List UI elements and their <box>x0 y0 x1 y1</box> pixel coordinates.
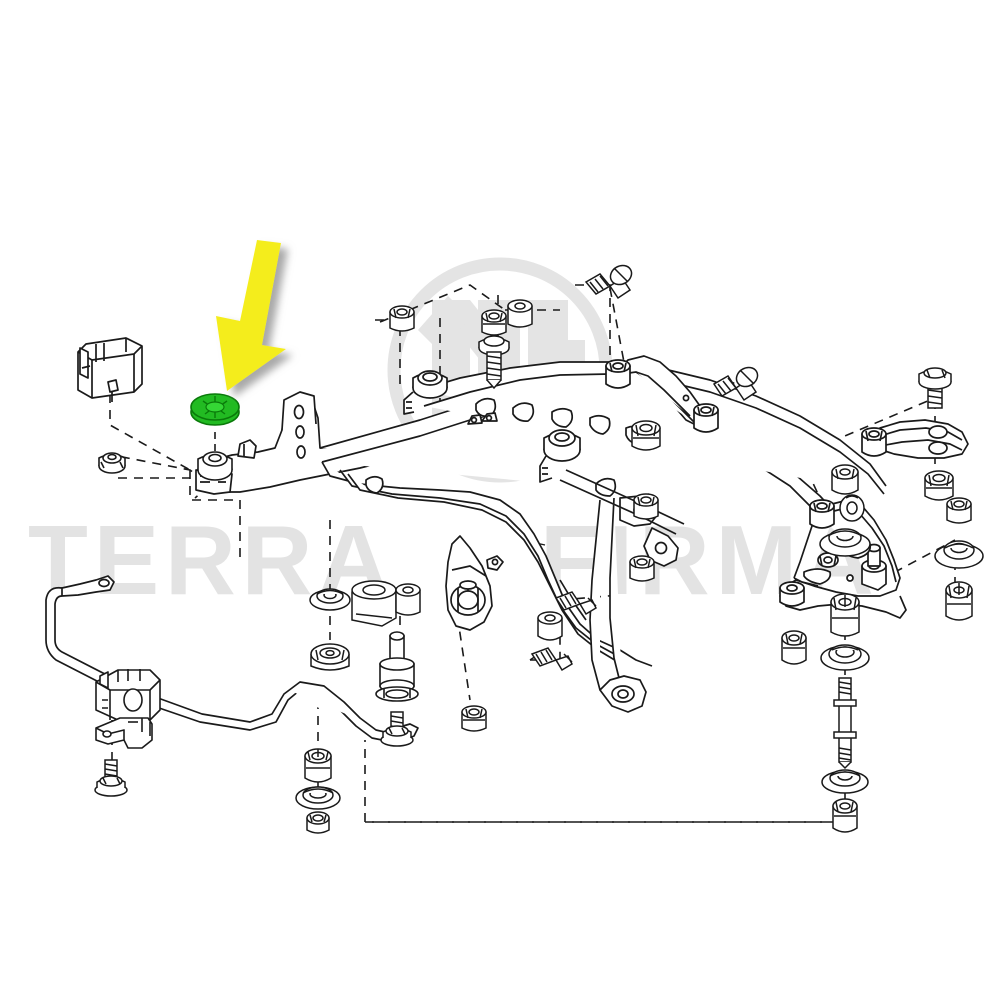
lower-control-arm <box>779 499 907 619</box>
right-stack-bushing <box>830 593 860 637</box>
center-lower-stopper-washer <box>295 786 341 810</box>
right-stack-dish-washer <box>820 644 870 671</box>
hex-nut-top-center <box>481 309 507 336</box>
radius-rod-bolt <box>918 367 952 409</box>
right-upper-bushing <box>945 581 973 621</box>
right-upper-dish-washer <box>934 540 984 569</box>
right-through-bolt-long <box>833 677 857 770</box>
right-stack-lower-bushing <box>832 798 858 833</box>
lower-arm-washer <box>839 494 865 522</box>
flange-bolt-center-right-upper <box>554 591 597 616</box>
left-mount-boss <box>197 451 233 481</box>
hex-nut-center-b <box>629 555 655 582</box>
stabilizer-bracket <box>95 717 153 749</box>
hex-nut-center-a <box>633 493 659 520</box>
flange-bolt-center-right-lower <box>530 647 573 672</box>
center-lower-nut <box>306 811 330 834</box>
hex-nut-top-left <box>389 305 415 332</box>
right-stack-nut <box>831 464 859 495</box>
bracket-lower-nut <box>98 452 126 474</box>
yellow-pointer-arrow <box>216 240 286 391</box>
flange-bolt-top-center <box>478 335 510 390</box>
upper-control-arm <box>605 355 719 433</box>
self-locking-nut-center <box>461 705 487 732</box>
lower-arm-bushing-bottom <box>781 630 807 665</box>
center-lower-bushing <box>304 748 332 783</box>
right-stack-stopper-washer <box>819 528 871 557</box>
center-stopper-washer-lower <box>310 643 350 671</box>
differential-mount-bracket <box>77 337 143 402</box>
upper-arm-nut <box>631 420 661 451</box>
left-lower-spacer <box>537 611 563 641</box>
small-collar-center <box>395 583 421 616</box>
right-stack-lower-washer <box>821 769 869 794</box>
radius-rod-nut <box>924 470 954 501</box>
stabilizer-bushing-clamp <box>95 669 161 721</box>
highlighted-mount-insulator <box>190 393 240 426</box>
upper-arm-bolt <box>712 366 759 402</box>
stabilizer-bracket-bolt <box>94 759 128 797</box>
flange-bolt-top-right <box>584 264 633 300</box>
ball-joint-stud <box>375 631 419 702</box>
center-stopper-washer-upper <box>309 588 351 611</box>
ball-joint-bolt <box>380 711 414 747</box>
radius-rod-link <box>861 419 969 459</box>
right-upper-small-nut <box>946 497 972 524</box>
spacer-collar-center <box>351 580 397 627</box>
plain-washer-top <box>507 299 533 328</box>
